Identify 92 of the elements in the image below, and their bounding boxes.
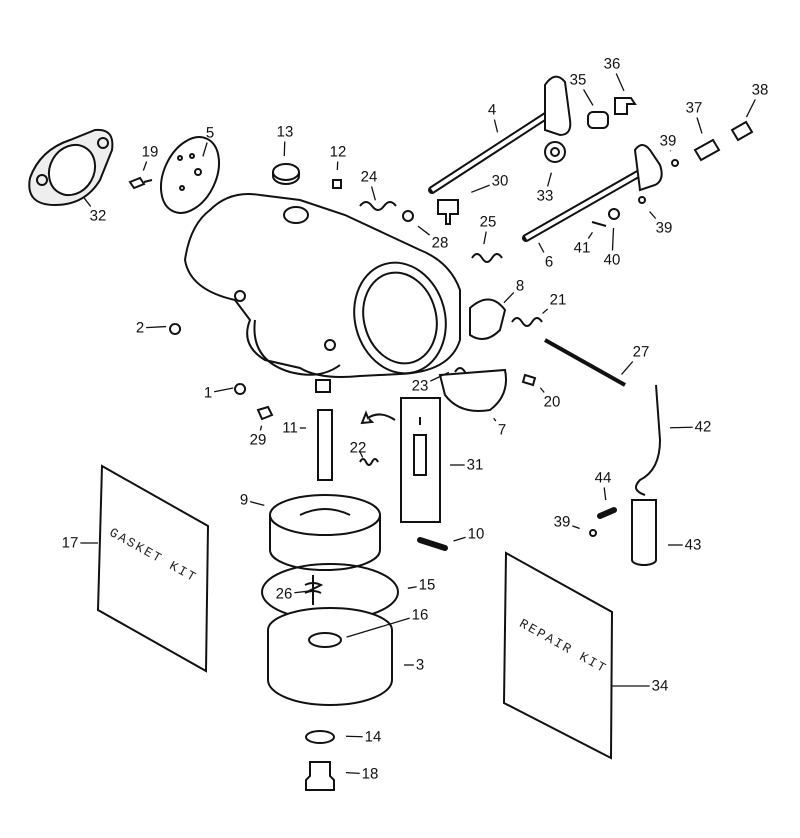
leader-line bbox=[408, 586, 417, 589]
leader-line bbox=[146, 326, 166, 328]
leader-line bbox=[696, 117, 703, 134]
callout-number: 6 bbox=[544, 254, 554, 270]
leader-line bbox=[214, 387, 234, 392]
callout-number: 24 bbox=[360, 168, 378, 186]
callout-number: 14 bbox=[364, 728, 382, 746]
callout-number: 35 bbox=[570, 72, 586, 88]
leader-line bbox=[668, 544, 683, 546]
leader-line bbox=[483, 231, 487, 244]
leader-line bbox=[202, 142, 208, 157]
leader-line bbox=[142, 161, 148, 171]
leader-line bbox=[370, 186, 376, 201]
callout-number: 20 bbox=[544, 394, 560, 410]
leader-line bbox=[540, 387, 545, 393]
callout-number: 40 bbox=[604, 252, 620, 268]
callout-number: 34 bbox=[652, 678, 668, 694]
leader-line bbox=[546, 172, 552, 187]
leader-line bbox=[542, 308, 548, 314]
callout-number: 38 bbox=[752, 82, 768, 98]
callout-number: 32 bbox=[90, 208, 106, 224]
callout-number: 19 bbox=[142, 144, 158, 160]
leader-line bbox=[453, 536, 466, 542]
callout-number: 15 bbox=[418, 576, 436, 594]
leader-line bbox=[430, 372, 450, 382]
callout-number: 5 bbox=[206, 124, 214, 142]
leader-line bbox=[493, 418, 496, 422]
leader-line bbox=[404, 664, 414, 666]
callout-number: 2 bbox=[136, 320, 144, 336]
callout-number: 9 bbox=[240, 492, 248, 508]
callout-number: 18 bbox=[362, 766, 378, 782]
callout-number: 37 bbox=[686, 100, 702, 116]
callout-number: 1 bbox=[204, 384, 212, 402]
callout-number: 39 bbox=[660, 132, 676, 150]
callout-number: 39 bbox=[656, 220, 672, 236]
leader-line bbox=[250, 501, 264, 506]
leader-line bbox=[84, 198, 92, 207]
leader-line bbox=[670, 426, 693, 428]
callout-number: 21 bbox=[550, 292, 566, 308]
callout-number: 41 bbox=[574, 240, 590, 256]
leader-line bbox=[284, 141, 286, 156]
leader-line bbox=[604, 487, 606, 500]
callout-number: 44 bbox=[594, 470, 612, 486]
callout-number: 3 bbox=[416, 656, 424, 674]
callout-number: 4 bbox=[488, 102, 496, 118]
leader-line bbox=[494, 119, 498, 132]
callout-number: 27 bbox=[632, 344, 650, 360]
leader-line bbox=[450, 464, 465, 466]
callout-number: 39 bbox=[554, 514, 570, 530]
callout-number: 23 bbox=[412, 378, 428, 394]
callout-number: 17 bbox=[62, 534, 78, 552]
leader-line bbox=[336, 161, 338, 170]
callout-number: 29 bbox=[250, 432, 266, 448]
leader-line bbox=[418, 226, 430, 236]
callout-number: 42 bbox=[694, 418, 712, 436]
callout-number: 26 bbox=[276, 586, 292, 602]
leader-line bbox=[621, 361, 634, 375]
leader-line bbox=[670, 150, 672, 152]
leader-line bbox=[649, 211, 656, 219]
leader-line bbox=[346, 736, 363, 738]
leader-line bbox=[746, 99, 756, 118]
callout-number: 7 bbox=[498, 422, 506, 438]
callout-number: 25 bbox=[480, 214, 496, 230]
leader-line bbox=[260, 426, 262, 431]
leader-line bbox=[612, 228, 614, 251]
leader-line bbox=[346, 618, 410, 638]
callout-number: 36 bbox=[604, 56, 620, 72]
leader-line bbox=[583, 89, 594, 106]
callout-number: 28 bbox=[432, 234, 448, 252]
leader-line bbox=[471, 184, 490, 193]
leader-line bbox=[294, 590, 308, 594]
leader-line bbox=[358, 450, 364, 458]
leader-line bbox=[346, 772, 360, 774]
leader-line bbox=[572, 525, 580, 530]
callout-number: 10 bbox=[468, 526, 484, 542]
callout-number: 43 bbox=[684, 536, 702, 554]
callout-number: 16 bbox=[412, 606, 428, 624]
callout-number: 13 bbox=[276, 124, 294, 140]
callout-number: 31 bbox=[466, 456, 484, 474]
leader-line bbox=[300, 427, 306, 429]
callout-number: 11 bbox=[282, 420, 298, 436]
callout-number: 8 bbox=[516, 278, 524, 294]
leader-line bbox=[503, 292, 514, 304]
callout-number: 30 bbox=[492, 172, 508, 190]
callout-number: 22 bbox=[350, 440, 366, 456]
leader-line bbox=[80, 542, 98, 544]
callout-number: 12 bbox=[330, 144, 346, 160]
leader-line bbox=[588, 232, 593, 239]
leader-line bbox=[616, 73, 625, 92]
leader-line bbox=[538, 242, 544, 253]
leader-line bbox=[612, 685, 650, 687]
callout-number: 33 bbox=[536, 188, 554, 204]
